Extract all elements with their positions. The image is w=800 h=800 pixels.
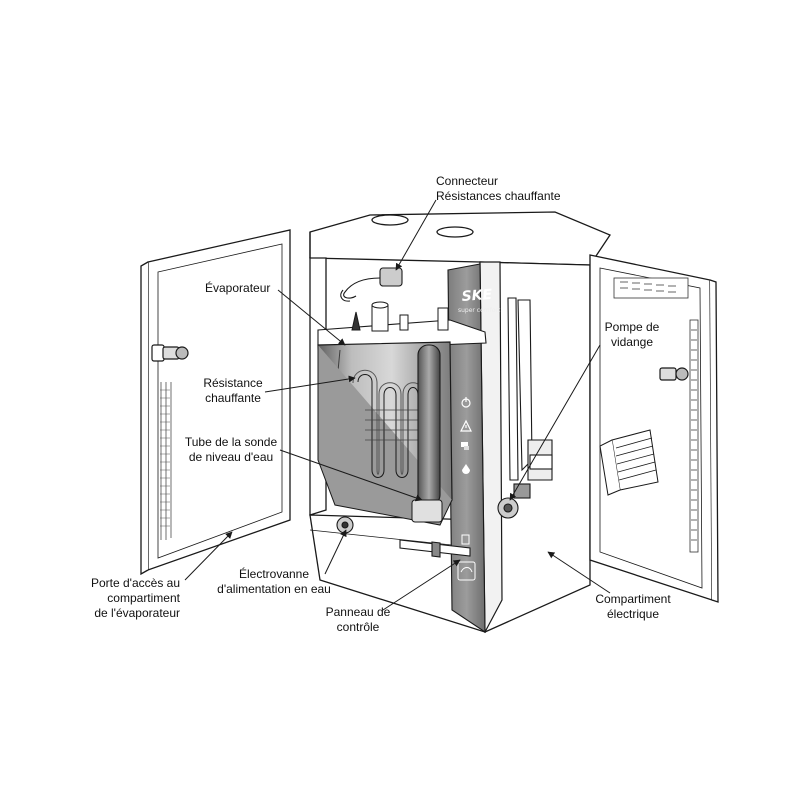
leader-lines — [184, 199, 611, 611]
leader-porte — [184, 531, 233, 581]
label-electrovanne: Électrovanne d'alimentation en eau — [210, 567, 338, 597]
label-connecteur: Connecteur Résistances chauffante — [436, 174, 561, 204]
leader-connecteur — [395, 199, 437, 271]
leader-pompe — [509, 344, 601, 501]
label-evaporateur: Évaporateur — [205, 281, 270, 296]
label-connecteur-line-1: Connecteur — [436, 174, 499, 188]
leader-electrovanne — [324, 529, 347, 575]
label-evaporateur-line-1: Évaporateur — [205, 281, 271, 295]
label-porte-line-3: de l'évaporateur — [94, 606, 180, 620]
power-icon — [461, 397, 471, 408]
label-electrovanne-line-1: Électrovanne — [238, 567, 310, 581]
leader-tube-sonde — [279, 449, 423, 502]
electrical-compartment-door — [589, 254, 719, 603]
brand-logo-text: SKE — [461, 287, 493, 305]
left-door-latch-icon — [151, 344, 189, 362]
label-porte-line-2: compartiment — [107, 591, 180, 605]
water-icon — [462, 464, 470, 474]
label-tube-sonde-line-2: de niveau d'eau — [188, 450, 274, 464]
label-resistance-line-2: chauffante — [205, 391, 261, 405]
label-tube-sonde-line-1: Tube de la sonde — [184, 435, 278, 449]
leader-compartiment — [547, 551, 611, 594]
label-porte: Porte d'accès au compartiment de l'évapo… — [80, 576, 180, 621]
label-panneau-line-2: contrôle — [336, 620, 380, 634]
leader-resistance — [264, 375, 356, 393]
label-panneau-line-1: Panneau de — [325, 605, 391, 619]
label-tube-sonde: Tube de la sonde de niveau d'eau — [176, 435, 286, 465]
label-resistance-line-1: Résistance — [203, 376, 263, 390]
right-door-grille — [599, 429, 659, 496]
ske-badge-icon — [457, 561, 476, 581]
maintenance-icon — [461, 442, 469, 450]
label-porte-line-1: Porte d'accès au — [90, 576, 180, 590]
drain-pipes — [507, 297, 553, 481]
brand-sub-text: super comfort — [458, 307, 501, 314]
label-connecteur-line-2: Résistances chauffante — [436, 189, 561, 203]
warning-icon — [460, 419, 472, 432]
label-compartiment-line-2: électrique — [606, 607, 660, 621]
label-pompe-line-1: Pompe de — [604, 320, 660, 334]
usb-port-icon — [461, 534, 470, 545]
label-pompe: Pompe de vidange — [598, 320, 666, 350]
water-level-probe-tube — [411, 344, 443, 523]
right-door-latch-icon — [659, 367, 689, 381]
top-fittings — [351, 301, 449, 332]
label-pompe-line-2: vidange — [610, 335, 654, 349]
label-compartiment: Compartiment électrique — [590, 592, 676, 622]
label-compartiment-line-1: Compartiment — [595, 592, 671, 606]
leader-panneau — [382, 559, 461, 611]
water-solenoid-valve — [336, 516, 471, 558]
heating-resistance — [352, 369, 424, 478]
heater-connector — [340, 267, 403, 302]
right-door-vents — [613, 277, 699, 553]
evaporator-access-door — [140, 229, 291, 576]
leader-evaporateur — [277, 289, 346, 346]
label-electrovanne-line-2: d'alimentation en eau — [217, 582, 331, 596]
door-louvres — [160, 382, 172, 540]
drain-pump — [497, 483, 531, 519]
label-resistance: Résistance chauffante — [200, 376, 266, 406]
label-panneau: Panneau de contrôle — [322, 605, 394, 635]
